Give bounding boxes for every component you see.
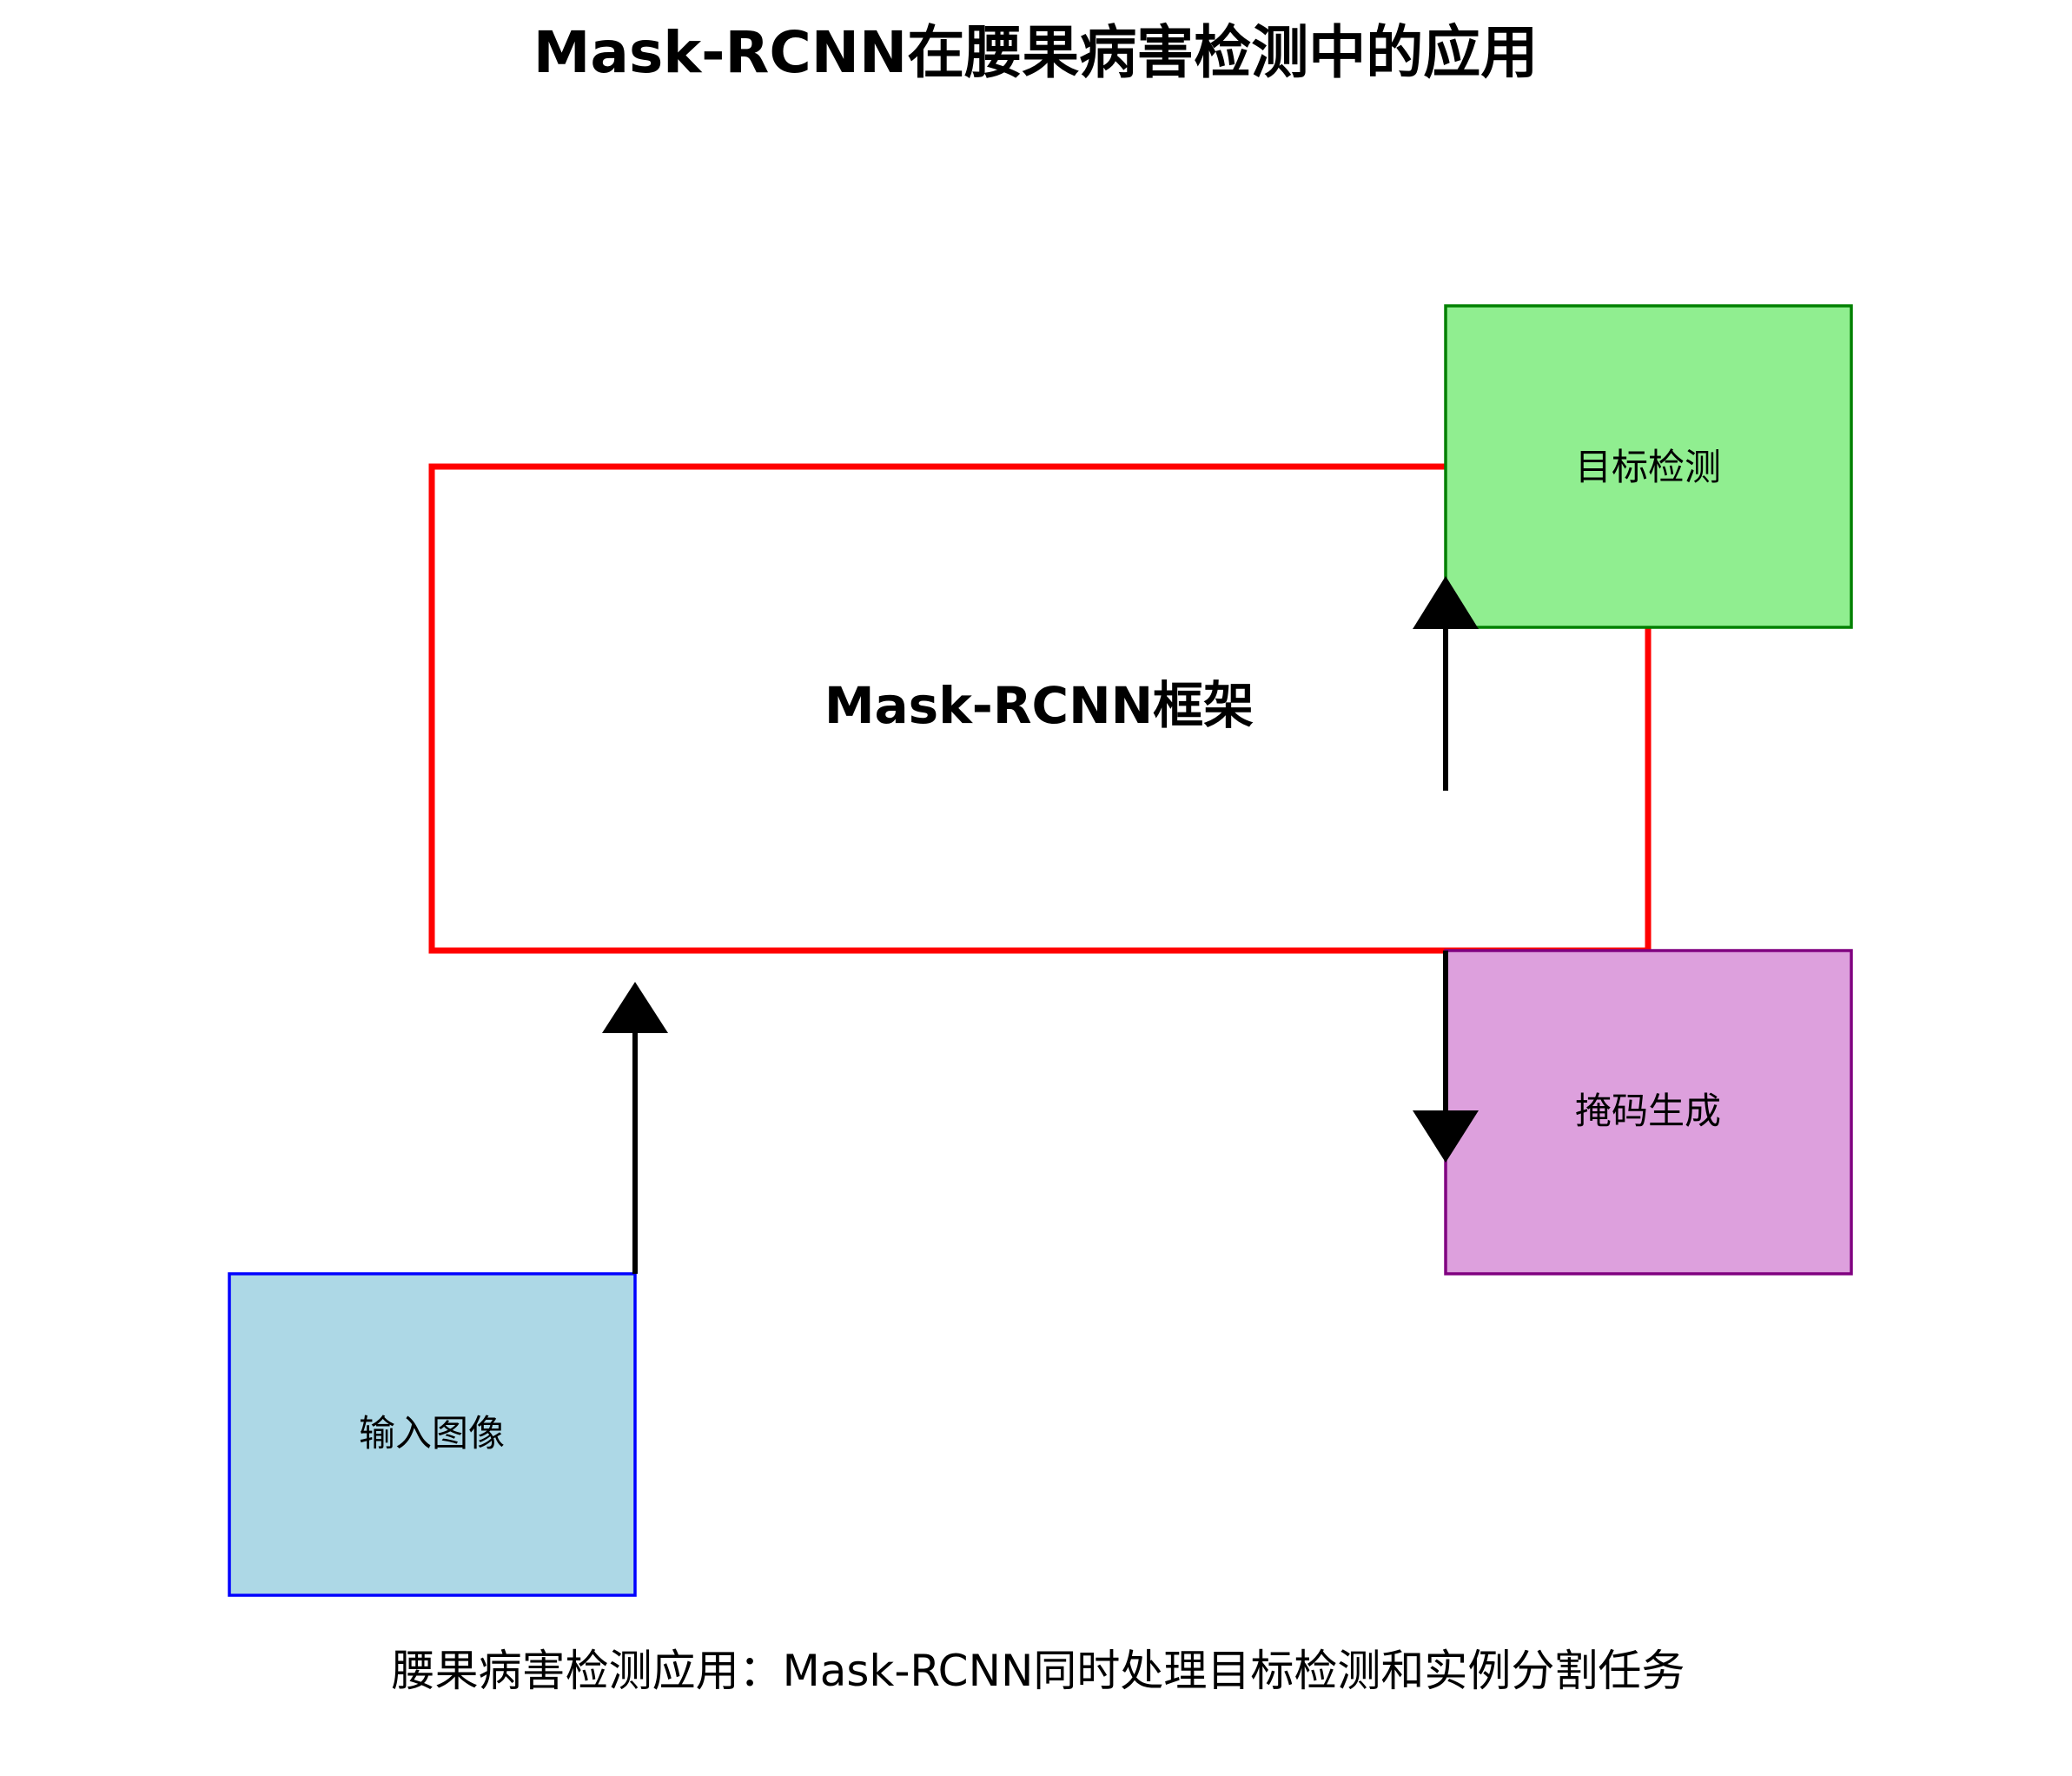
- input-image-label: 输入图像: [359, 1412, 505, 1455]
- arrow-head-up: [1413, 576, 1479, 629]
- object-detection-node: 目标检测: [1444, 304, 1853, 629]
- arrow-head-up: [602, 982, 668, 1033]
- object-detection-label: 目标检测: [1575, 446, 1721, 488]
- input-image-node: 输入图像: [228, 1272, 637, 1597]
- diagram-caption: 腰果病害检测应用：Mask-RCNN同时处理目标检测和实例分割任务: [392, 1646, 1685, 1696]
- mask-rcnn-framework: Mask-RCNN框架: [428, 463, 1652, 954]
- mask-generation-node: 掩码生成: [1444, 949, 1853, 1276]
- arrow-head-down: [1413, 1110, 1479, 1163]
- object-detection-box: [1444, 304, 1853, 629]
- mask-generation-box: [1444, 949, 1853, 1276]
- mask-generation-label: 掩码生成: [1575, 1090, 1721, 1132]
- diagram-title: Mask-RCNN在腰果病害检测中的应用: [533, 19, 1539, 86]
- arrow-input-to-framework: [602, 982, 668, 1274]
- input-image-box: [228, 1272, 637, 1597]
- arrow-framework-to-mask: [1413, 951, 1479, 1163]
- arrow-framework-to-detection: [1413, 576, 1479, 791]
- framework-label: Mask-RCNN框架: [824, 676, 1254, 735]
- framework-border: [428, 463, 1652, 954]
